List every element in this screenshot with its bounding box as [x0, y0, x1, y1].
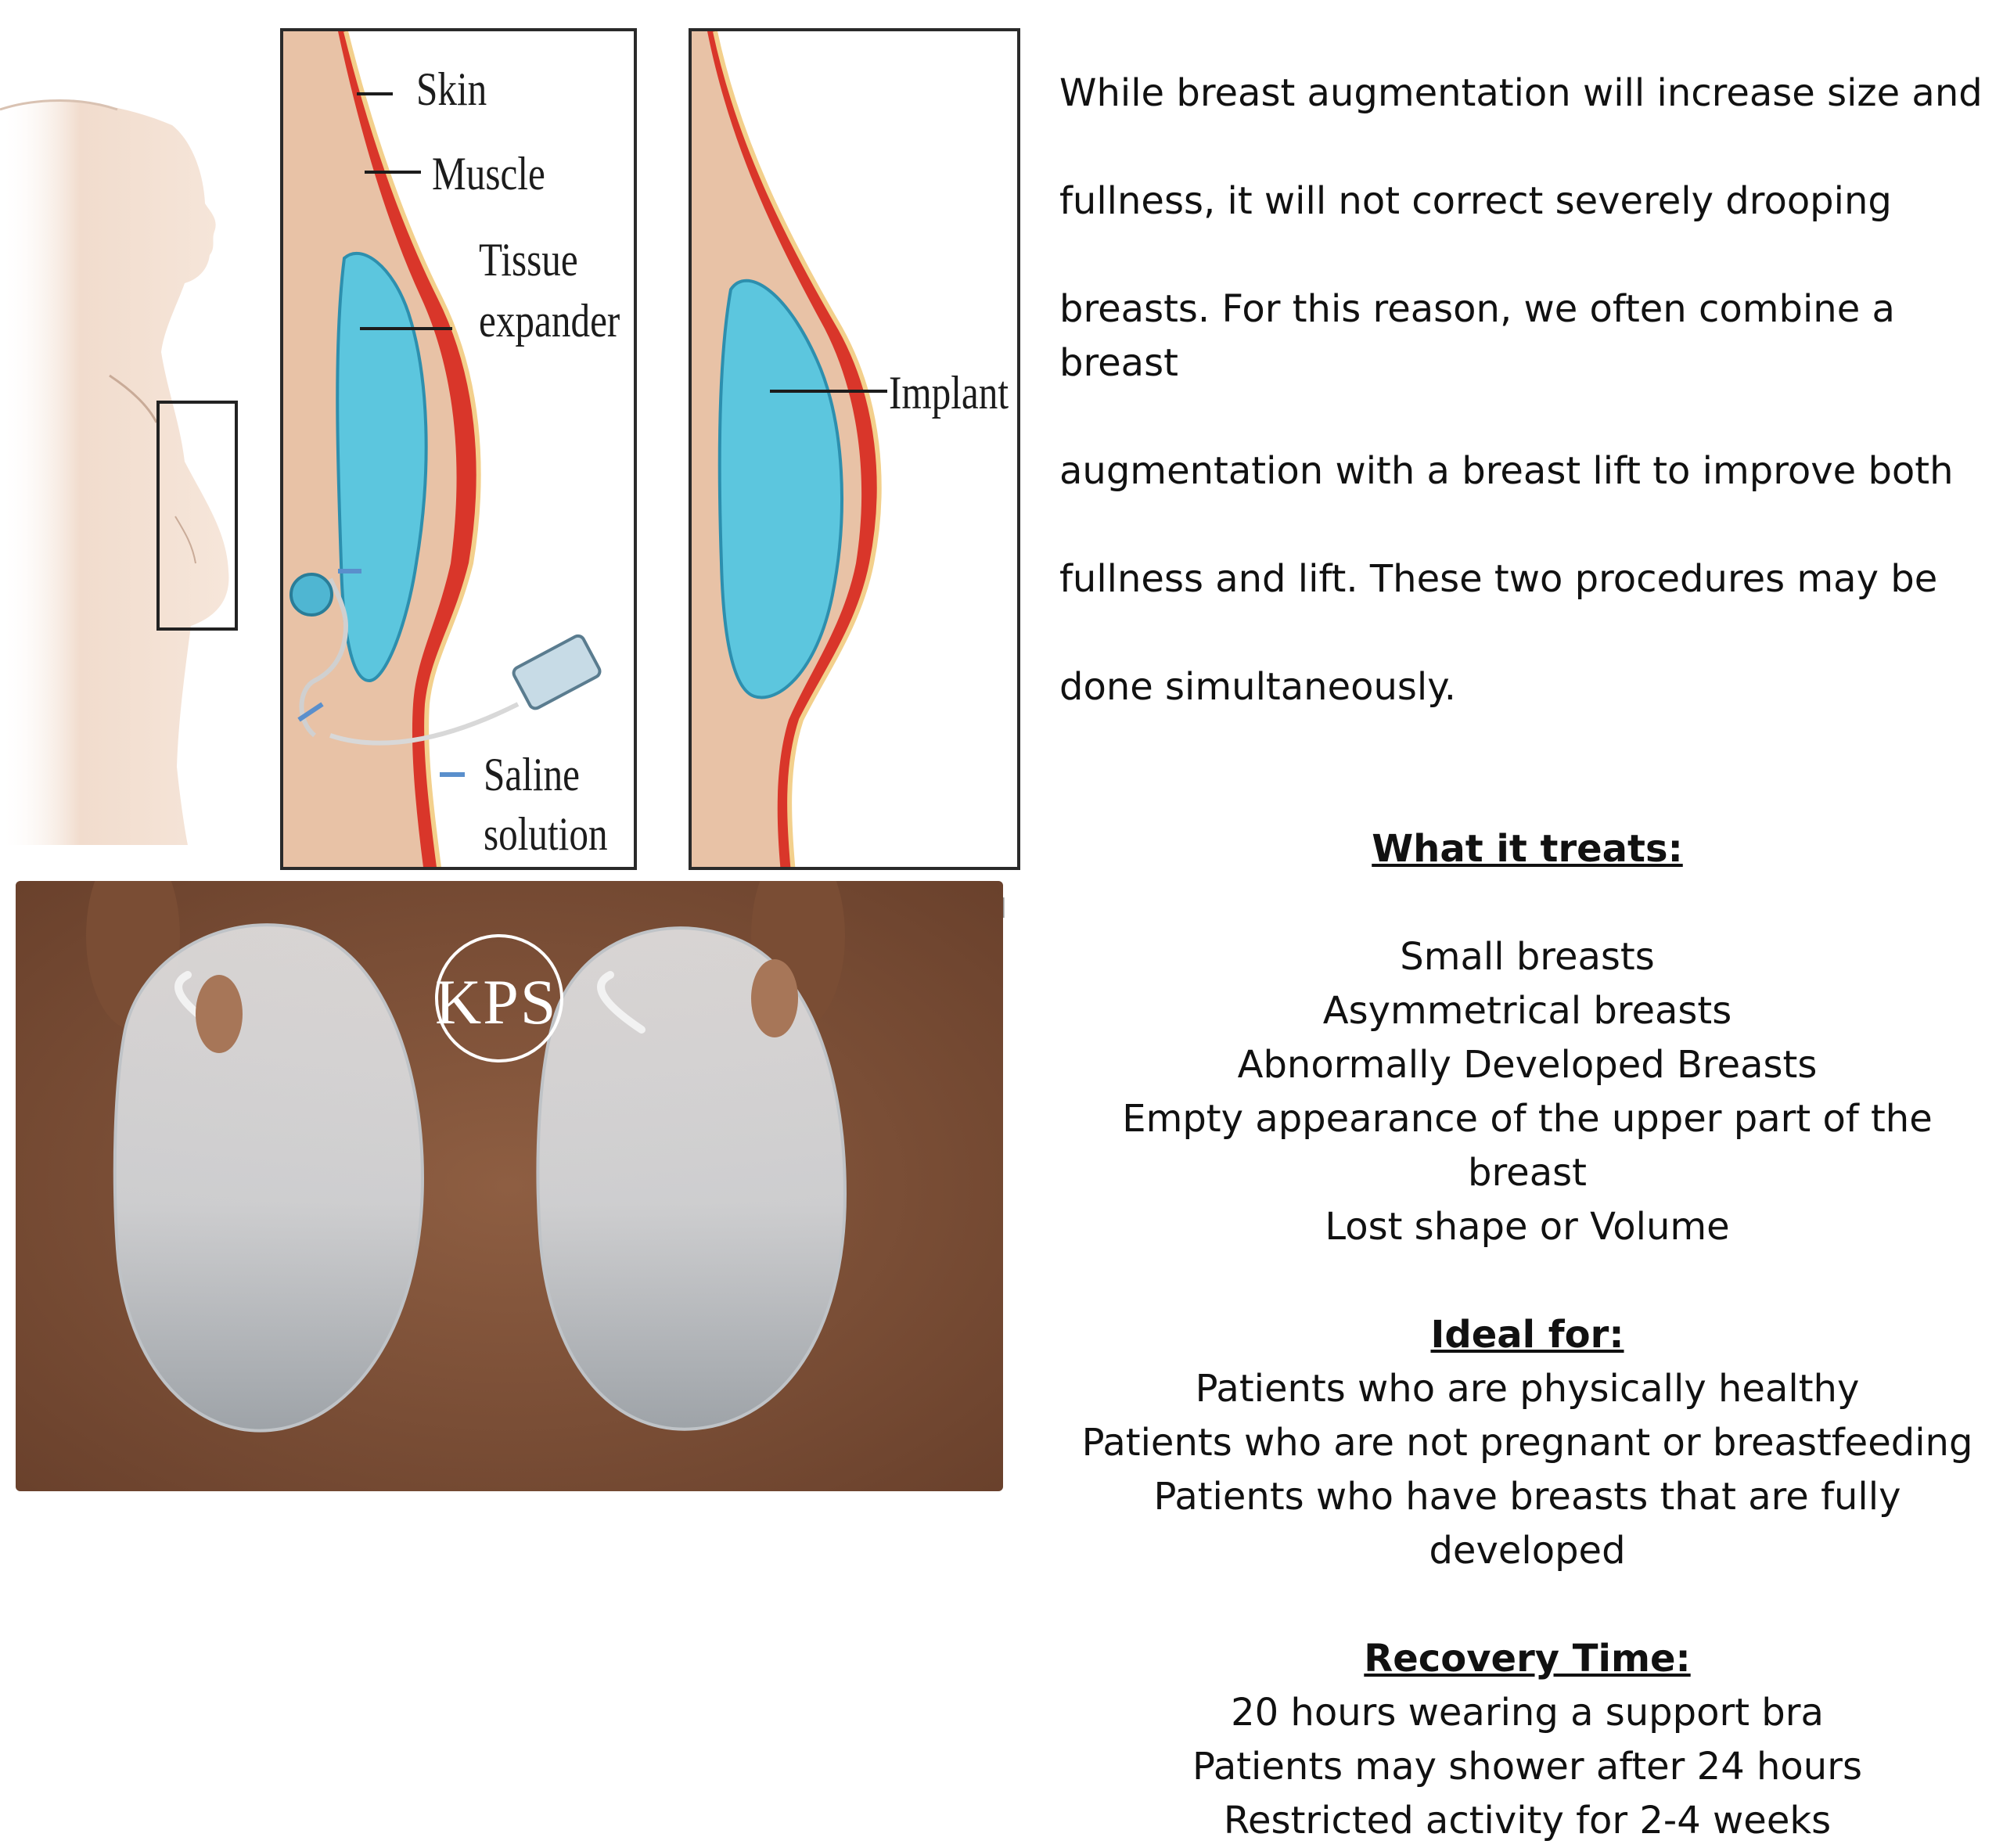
implants-drawing	[16, 881, 1003, 1491]
section-heading: Ideal for:	[1430, 1313, 1624, 1357]
text-column: While breast augmentation will increase …	[1059, 13, 1995, 1848]
list-item: Patients who have breasts that are fully…	[1153, 1475, 1901, 1573]
tissue-expander-drawing	[283, 31, 602, 867]
list-item: Asymmetrical breasts	[1322, 989, 1732, 1033]
list-item: 20 hours wearing a support bra	[1231, 1691, 1824, 1735]
woman-silhouette-illustration	[0, 99, 238, 845]
saline-label: Saline	[484, 749, 580, 800]
list-item: Restricted activity for 2-4 weeks	[1223, 1799, 1832, 1843]
section-heading: What it treats:	[1372, 827, 1683, 871]
implant-diagram: Implant	[689, 28, 1020, 870]
list-item: Empty appearance of the upper part of th…	[1122, 1097, 1933, 1195]
implant-drawing	[692, 31, 887, 867]
list-item: Small breasts	[1400, 935, 1655, 979]
intro-line: breasts. For this reason, we often combi…	[1059, 287, 1895, 385]
list-item: Lost shape or Volume	[1325, 1205, 1730, 1249]
tissue-expander-diagram: Skin Muscle Tissue expander Saline solut…	[280, 28, 637, 870]
solution-label: solution	[484, 808, 608, 860]
intro-line: While breast augmentation will increase …	[1059, 71, 1983, 115]
list-item: Patients who are physically healthy	[1195, 1367, 1860, 1411]
list-item: Abnormally Developed Breasts	[1237, 1043, 1818, 1087]
implant-label: Implant	[889, 367, 1009, 419]
kps-logo: KPS	[435, 966, 558, 1037]
muscle-label: Muscle	[432, 148, 545, 200]
list-item: Patients may shower after 24 hours	[1192, 1745, 1862, 1789]
expander-label: expander	[479, 295, 620, 347]
section-heading: Recovery Time:	[1364, 1637, 1691, 1681]
intro-paragraph: While breast augmentation will increase …	[1059, 13, 1995, 768]
what-it-treats-section: What it treats: Small breasts Asymmetric…	[1059, 822, 1995, 1254]
list-item: Patients who are not pregnant or breastf…	[1081, 1421, 1973, 1465]
intro-line: augmentation with a breast lift to impro…	[1059, 449, 1954, 493]
tissue-label: Tissue	[479, 234, 578, 286]
implants-photo: KPS	[16, 881, 1003, 1491]
intro-line: fullness, it will not correct severely d…	[1059, 179, 1892, 223]
recovery-time-section: Recovery Time: 20 hours wearing a suppor…	[1059, 1632, 1995, 1848]
intro-line: done simultaneously.	[1059, 665, 1457, 709]
intro-line: fullness and lift. These two procedures …	[1059, 557, 1938, 601]
skin-label: Skin	[416, 63, 487, 115]
ideal-for-section: Ideal for: Patients who are physically h…	[1059, 1308, 1995, 1578]
highlight-box	[156, 401, 238, 631]
